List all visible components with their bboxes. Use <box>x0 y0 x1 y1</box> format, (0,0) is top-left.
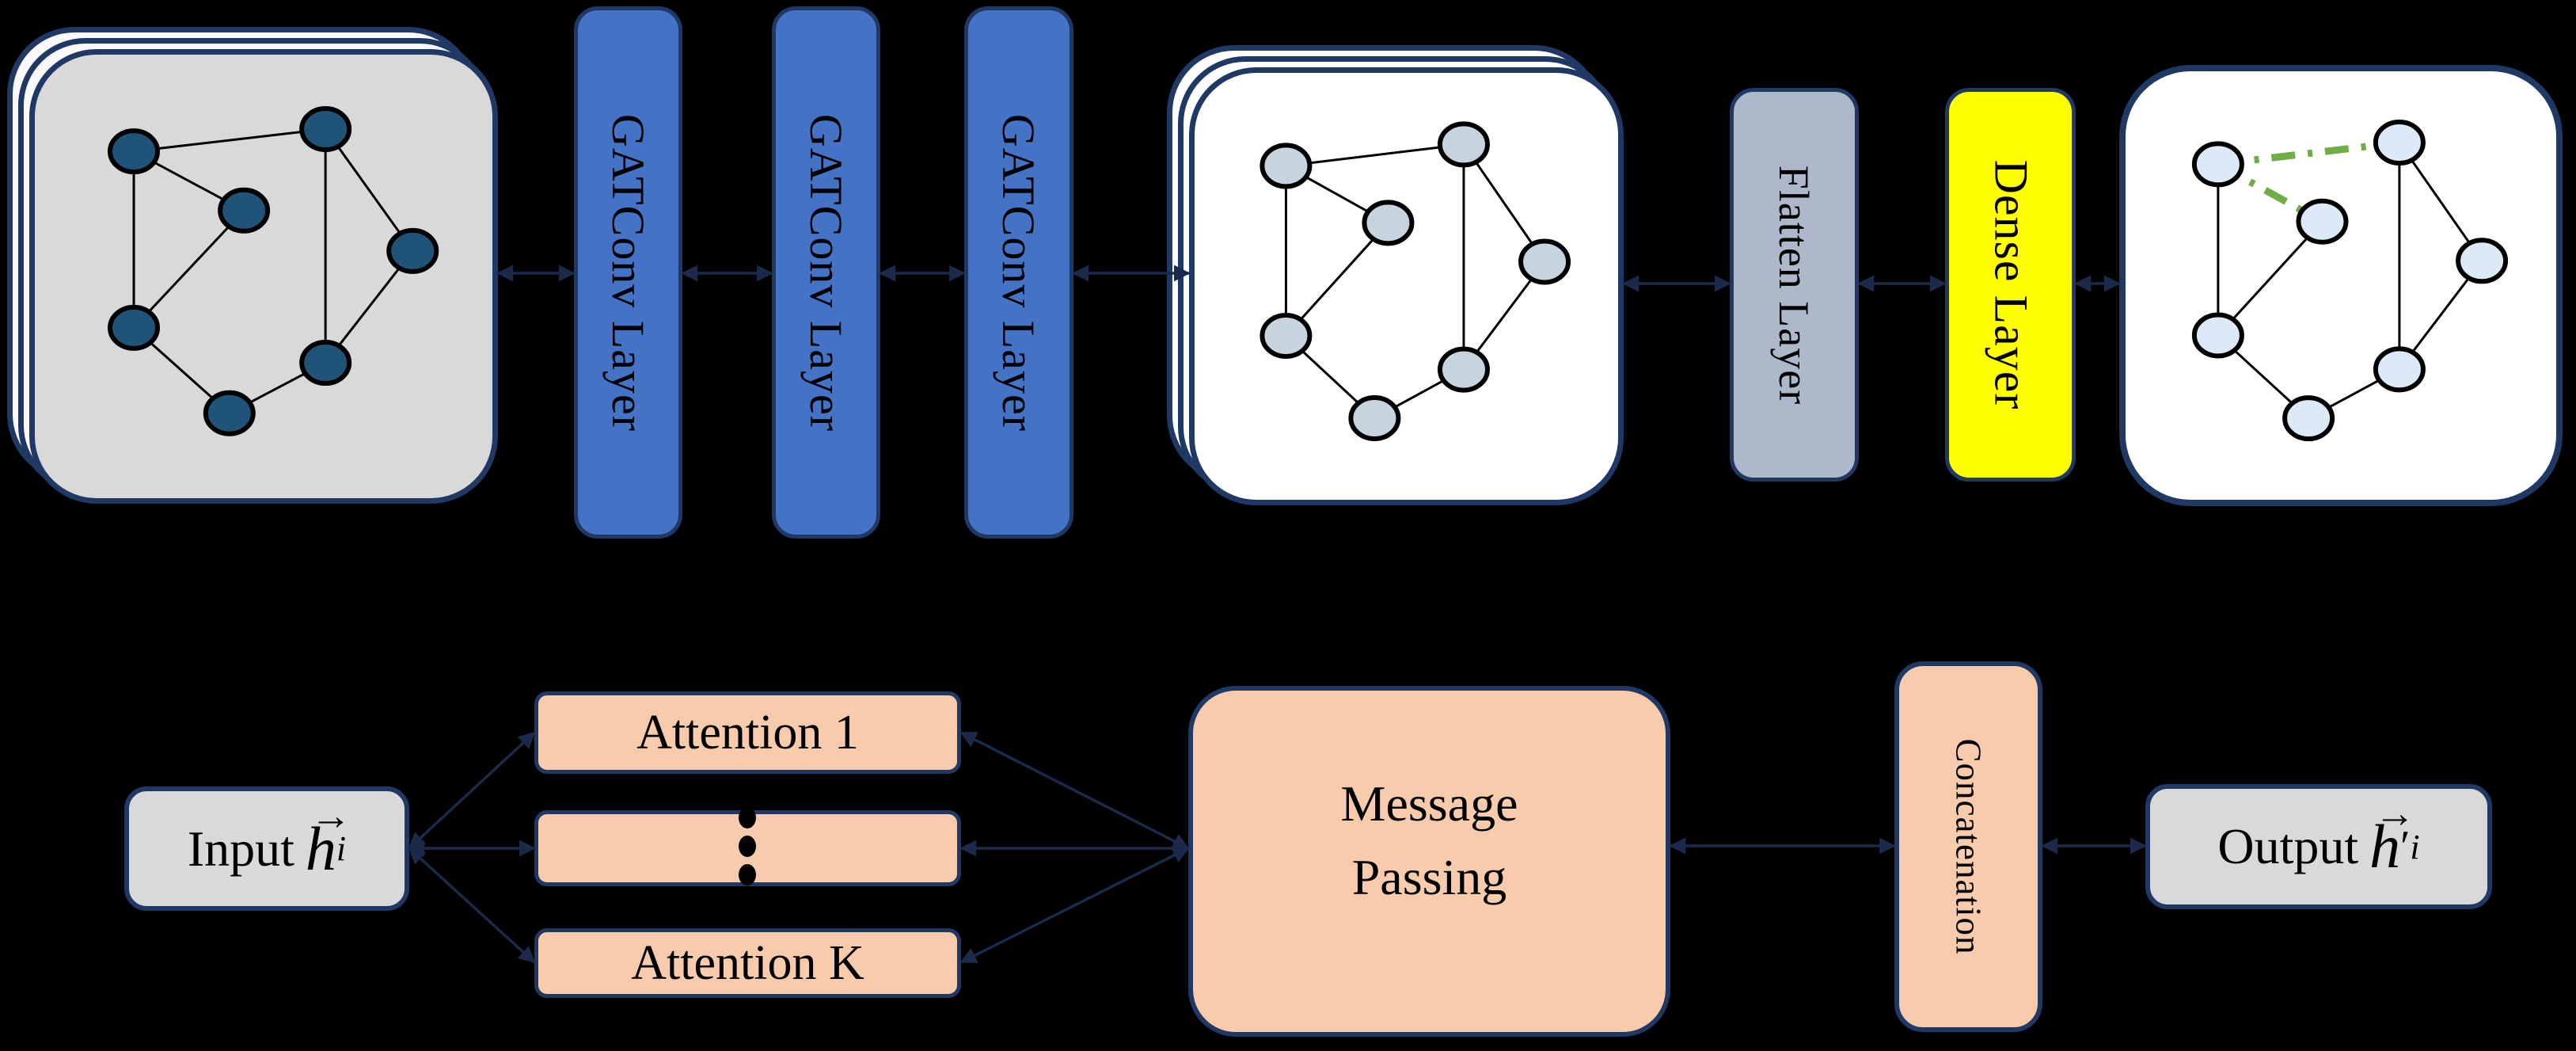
gatconv-layer-2-label: GATConv Layer <box>800 113 852 432</box>
output-prime: ′ <box>2400 822 2411 871</box>
attention-1-box: Attention 1 <box>534 691 961 774</box>
dense-layer-label: Dense Layer <box>1985 159 2037 410</box>
gatconv-layer-3: GATConv Layer <box>964 6 1073 539</box>
input-label: Input <box>187 820 294 877</box>
gatconv-layer-1-label: GATConv Layer <box>602 113 654 432</box>
attention-1-label: Attention 1 <box>636 705 859 760</box>
flatten-layer: Flatten Layer <box>1730 88 1859 482</box>
input-h-vector: →h <box>305 793 351 883</box>
attention-k-box: Attention K <box>534 928 961 998</box>
input-subscript: i <box>336 829 347 868</box>
connector-arrow <box>959 847 1190 964</box>
ellipsis-dot-3 <box>739 864 756 885</box>
gatconv-layer-1: GATConv Layer <box>574 6 682 539</box>
output-subscript: i <box>2410 827 2420 866</box>
concatenation-box: Concatenation <box>1894 661 2042 1032</box>
concatenation-label: Concatenation <box>1948 738 1989 955</box>
ellipsis-dot-2 <box>739 836 756 857</box>
connector-arrow <box>408 731 536 850</box>
input-graph-card <box>29 49 498 504</box>
gatconv-layer-2: GATConv Layer <box>772 6 880 539</box>
ellipsis-dot-1 <box>739 807 756 828</box>
message-passing-label: Message Passing <box>1340 775 1518 905</box>
dense-layer: Dense Layer <box>1945 88 2076 482</box>
hidden-graph-card <box>1189 67 1624 505</box>
vector-arrow: → <box>2374 791 2415 837</box>
flatten-layer-label: Flatten Layer <box>1770 165 1818 405</box>
connector-arrow <box>959 731 1190 850</box>
output-graph-card <box>2119 65 2563 506</box>
output-box: Output→h′i <box>2145 784 2492 909</box>
connector-arrow <box>408 847 536 964</box>
attention-k-label: Attention K <box>631 935 864 990</box>
gatconv-layer-3-label: GATConv Layer <box>993 113 1045 432</box>
output-label: Output <box>2217 818 2359 874</box>
output-h-vector: →h <box>2369 791 2415 881</box>
vector-arrow: → <box>310 793 351 839</box>
message-passing-box: Message Passing <box>1188 686 1670 1037</box>
